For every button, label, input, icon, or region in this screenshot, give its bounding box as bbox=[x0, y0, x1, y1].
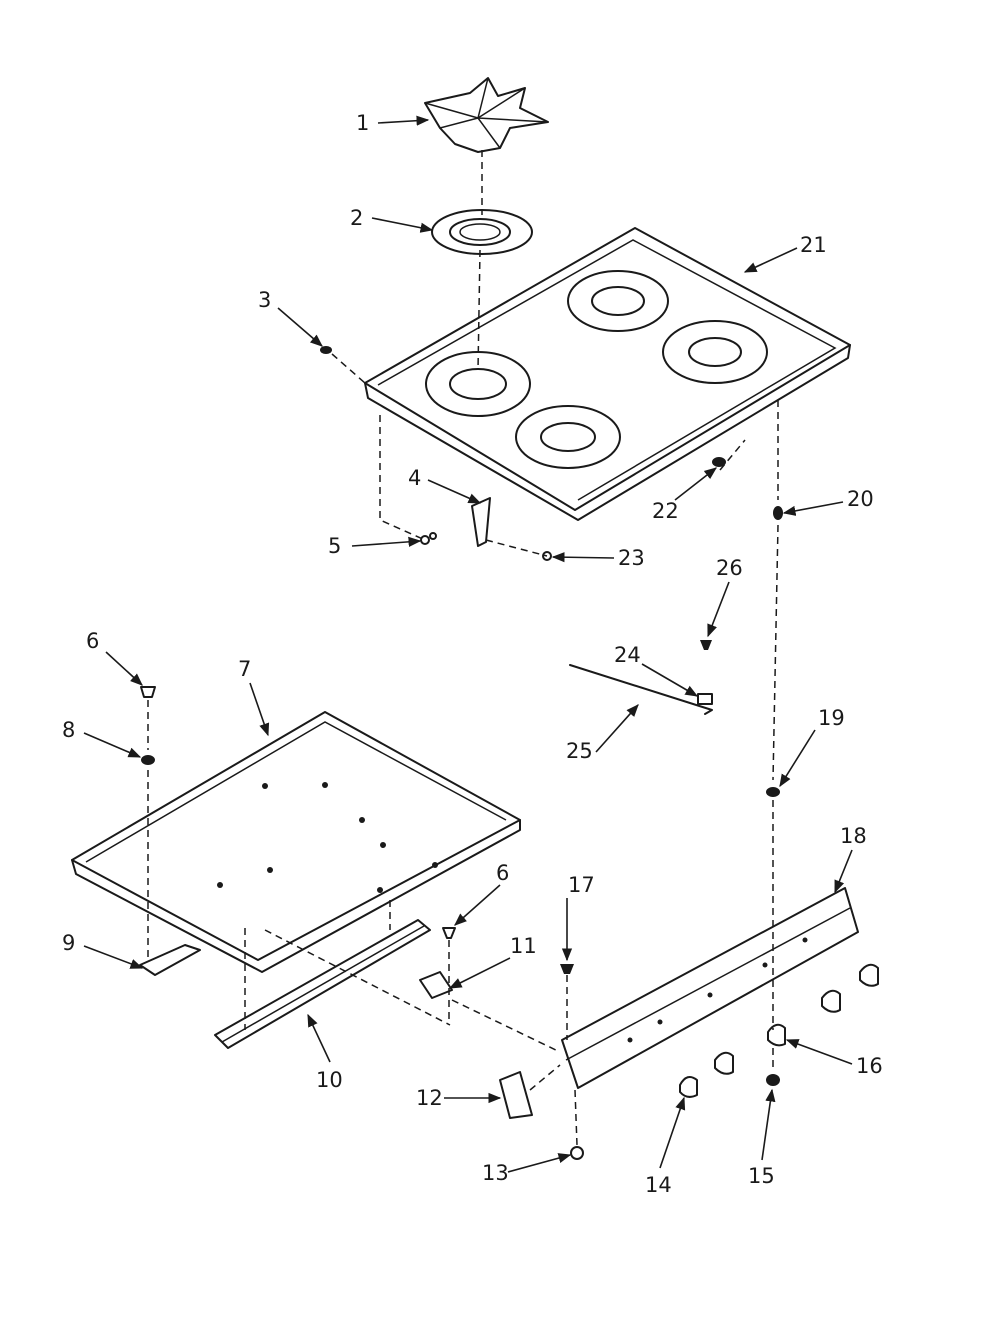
callout-10: 10 bbox=[316, 1068, 343, 1092]
callout-18: 18 bbox=[840, 824, 867, 848]
callout-14: 14 bbox=[645, 1173, 672, 1197]
callout-23: 23 bbox=[618, 546, 645, 570]
callout-3: 3 bbox=[258, 288, 271, 312]
part-17-screw bbox=[560, 964, 574, 974]
part-1-burner-grate bbox=[424, 77, 549, 153]
leader-lines bbox=[83, 115, 853, 1173]
callout-20: 20 bbox=[847, 487, 874, 511]
part-4-bracket bbox=[471, 497, 491, 547]
part-25-rod bbox=[569, 664, 713, 715]
callout-7: 7 bbox=[238, 657, 251, 681]
part-20-fastener bbox=[773, 506, 783, 520]
callout-6-upper: 6 bbox=[86, 629, 99, 653]
part-9-foot bbox=[139, 944, 201, 976]
knob-c bbox=[859, 963, 879, 987]
knob-b bbox=[821, 989, 841, 1013]
part-21-cooktop bbox=[364, 227, 851, 521]
part-23-screw bbox=[542, 551, 552, 561]
part-5-clip bbox=[420, 532, 437, 545]
part-11-bracket bbox=[419, 971, 453, 999]
assembly-lines bbox=[147, 150, 779, 1146]
part-15-fastener bbox=[766, 1074, 780, 1086]
callout-1: 1 bbox=[356, 111, 369, 135]
callout-13: 13 bbox=[482, 1161, 509, 1185]
part-12-clip bbox=[499, 1071, 533, 1119]
part-14-knob bbox=[679, 1075, 698, 1098]
callout-22: 22 bbox=[652, 499, 679, 523]
callout-12: 12 bbox=[416, 1086, 443, 1110]
callout-9: 9 bbox=[62, 931, 75, 955]
part-13-screw bbox=[570, 1146, 584, 1160]
callout-16: 16 bbox=[856, 1054, 883, 1078]
part-7-tray bbox=[71, 711, 521, 973]
callout-8: 8 bbox=[62, 718, 75, 742]
knob-a bbox=[714, 1051, 734, 1075]
callout-26: 26 bbox=[716, 556, 743, 580]
callout-24: 24 bbox=[614, 643, 641, 667]
callout-5: 5 bbox=[328, 534, 341, 558]
callout-2: 2 bbox=[350, 206, 363, 230]
callout-21: 21 bbox=[800, 233, 827, 257]
callout-17: 17 bbox=[568, 873, 595, 897]
part-8-grommet bbox=[141, 755, 155, 765]
part-18-front-rail bbox=[561, 887, 859, 1089]
callout-6-lower: 6 bbox=[496, 861, 509, 885]
callout-25: 25 bbox=[566, 739, 593, 763]
part-10-rail bbox=[214, 919, 431, 1049]
part-24-bracket bbox=[697, 693, 713, 705]
part-19-grommet bbox=[766, 787, 780, 797]
part-16-knob bbox=[767, 1023, 786, 1047]
callout-labels: 1 2 3 4 5 6 7 8 9 10 11 12 13 14 15 16 1… bbox=[62, 111, 883, 1197]
part-2-burner-ring bbox=[431, 209, 533, 255]
callout-15: 15 bbox=[748, 1164, 775, 1188]
part-22-grommet bbox=[712, 457, 726, 467]
part-6-screw-top bbox=[140, 686, 156, 698]
part-6-screw-lower bbox=[442, 927, 456, 939]
part-3-screw bbox=[320, 346, 332, 354]
callout-4: 4 bbox=[408, 466, 421, 490]
part-26-screw bbox=[700, 640, 712, 650]
callout-11: 11 bbox=[510, 934, 537, 958]
callout-19: 19 bbox=[818, 706, 845, 730]
